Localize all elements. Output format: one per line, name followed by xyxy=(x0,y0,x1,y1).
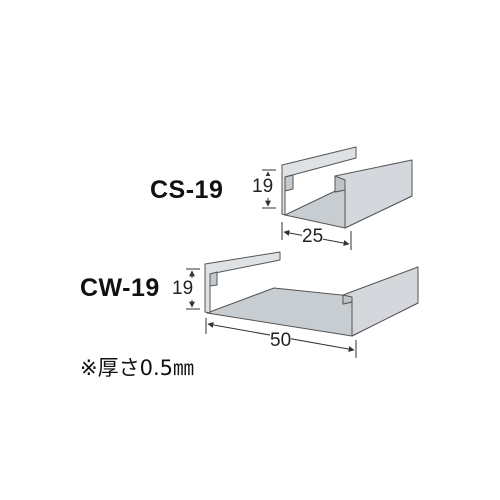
cs19-right-lip xyxy=(334,175,346,193)
cs19-left-lip xyxy=(284,174,294,192)
cs19-width-value: 25 xyxy=(302,226,324,248)
cw19-width-value: 50 xyxy=(270,330,292,352)
cw19-height-value: 19 xyxy=(172,278,194,300)
cw19-right-lip xyxy=(342,294,353,305)
cw19-label: CW-19 xyxy=(80,274,160,302)
cs19-label: CS-19 xyxy=(150,176,224,204)
cs19-height-value: 19 xyxy=(252,176,274,198)
cw19-right-wall xyxy=(342,266,419,337)
cw19-channel xyxy=(204,251,419,337)
cs19-right-wall xyxy=(334,159,413,229)
cw19-left-lip xyxy=(209,271,218,287)
thickness-note: ※厚さ0.5㎜ xyxy=(80,356,194,380)
cs19-channel xyxy=(281,146,413,229)
